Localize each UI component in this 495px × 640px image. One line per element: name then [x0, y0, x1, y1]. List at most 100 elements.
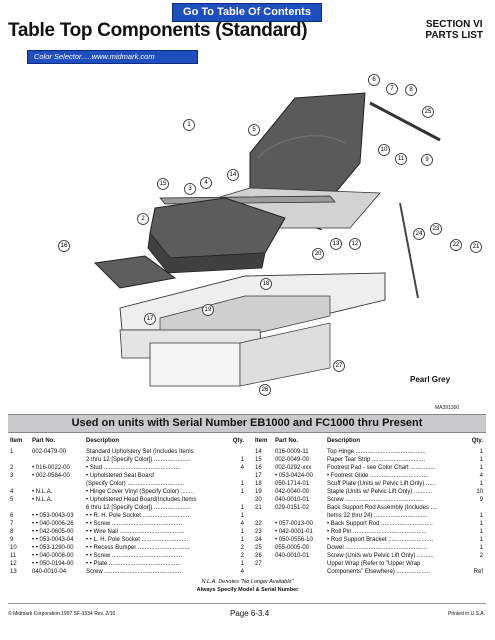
- svg-text:19: 19: [205, 307, 212, 313]
- nla-note: N.L.A. Denotes "No Longer Available": [201, 579, 294, 585]
- goto-toc-button[interactable]: Go To Table Of Contents: [172, 3, 322, 22]
- cell-part: • 042-0001-01: [275, 529, 313, 535]
- cell-item: 7: [10, 521, 14, 527]
- cell-part: • • 053-0043-03: [32, 513, 74, 519]
- cell-qty: 1: [479, 449, 483, 455]
- table-row: 5• N.L.A.• Upholstered Head Board(Includ…: [10, 496, 244, 504]
- cell-qty: 1: [240, 561, 244, 567]
- cell-desc: 2 thru 12 [Specify Color]) .............…: [86, 457, 191, 463]
- cell-desc: Staple (Units w/ Pelvic Lift Only) .....…: [327, 489, 433, 495]
- footer-printed: Printed in U.S.A.: [448, 611, 485, 617]
- footer-page-number: Page 6-3.4: [230, 609, 270, 618]
- cell-desc: • Hinge Cover Vinyl (Specify Color) ....…: [86, 489, 195, 495]
- svg-text:25: 25: [425, 109, 432, 115]
- callout-21: 21: [470, 241, 482, 253]
- cell-item: 17: [255, 473, 262, 479]
- callout-10: 10: [378, 144, 390, 156]
- cell-qty: 1: [479, 521, 483, 527]
- svg-text:8: 8: [409, 87, 413, 93]
- table-row: 23• 042-0001-01• Roll Pin ..............…: [255, 528, 483, 536]
- table-row: 2• 016-0022-00• Stud ...................…: [10, 464, 244, 472]
- svg-text:10: 10: [381, 147, 388, 153]
- cell-desc: Standard Upholstery Set (Includes Items: [86, 449, 194, 455]
- cell-qty: 1: [240, 505, 244, 511]
- cell-desc: • • R. H. Pole Socket ..................…: [86, 513, 190, 519]
- cell-item: [255, 568, 275, 576]
- table-row: 4• N.L.A.• Hinge Cover Vinyl (Specify Co…: [10, 488, 244, 496]
- cell-qty: 2: [240, 553, 244, 559]
- cell-item: 10: [10, 545, 17, 551]
- section-label: SECTION VI PARTS LIST: [425, 19, 483, 41]
- cell-part: [275, 512, 327, 520]
- cell-item: 25: [255, 545, 262, 551]
- svg-text:3: 3: [188, 186, 192, 192]
- cell-desc: • Roll Pin .............................…: [327, 529, 427, 535]
- table-row: 6 • • 053-0043-03 • • R. H. Pole Socket ..…: [10, 512, 244, 520]
- color-selector-link[interactable]: Color Selector.....www.midmark.com: [27, 50, 198, 64]
- cell-desc: • Stud .................................…: [86, 465, 181, 471]
- footer-copyright: © Midmark Corporation 1997 SF-1534 Rev. …: [8, 611, 116, 617]
- cell-qty: [228, 496, 244, 504]
- svg-text:5: 5: [252, 127, 256, 133]
- cell-desc: 6 thru 12 [Specify Color]) .............…: [86, 505, 191, 511]
- cell-qty: 1: [240, 513, 244, 519]
- section-line2: PARTS LIST: [425, 30, 483, 41]
- cell-item: 8: [10, 529, 14, 535]
- cell-item: 4: [10, 489, 14, 495]
- cell-desc: Components" Elsewhere) .................…: [327, 569, 430, 575]
- cell-part: 040-0010-04: [32, 569, 67, 575]
- cell-part: • • 050-0194-00: [32, 561, 74, 567]
- table-row: 24• 050-0556-10• Rod Support Bracket ...…: [255, 536, 483, 544]
- table-row: Items 22 thru 24) ......................…: [255, 512, 483, 520]
- cell-part: [32, 480, 86, 488]
- callout-23: 23: [430, 223, 442, 235]
- dowel-rod: [369, 101, 441, 142]
- table-row: 10• • 053-1290-00• • Recess Bumper .....…: [10, 544, 244, 552]
- svg-text:15: 15: [160, 181, 167, 187]
- cell-qty: 2: [240, 545, 244, 551]
- callout-17: 17: [144, 313, 156, 325]
- cell-item: 19: [255, 489, 262, 495]
- cell-part: • • 042-0605-00: [32, 529, 74, 535]
- callout-11: 11: [395, 153, 407, 165]
- cell-part: • N.L.A.: [32, 497, 53, 503]
- callout-4: 4: [200, 177, 212, 189]
- cell-item: 21: [255, 505, 262, 511]
- svg-text:2: 2: [141, 216, 145, 222]
- cell-desc: • Footrest Glide .......................…: [327, 473, 429, 479]
- cell-desc: • Rod Support Bracket ..................…: [327, 537, 434, 543]
- callout-7: 7: [386, 83, 398, 95]
- cell-qty: 1: [240, 457, 244, 463]
- callout-13: 13: [330, 238, 342, 250]
- cell-item: 12: [10, 561, 17, 567]
- cell-item: 5: [10, 497, 14, 503]
- table-row: 12• • 050-0194-00• • Plate .............…: [10, 560, 244, 568]
- cell-part: • • 053-0043-04: [32, 537, 74, 543]
- cell-desc: Scuff Plate (Units w/ Pelvic Lift Only) …: [327, 481, 436, 487]
- table-row: Components" Elsewhere) .................…: [255, 568, 483, 576]
- cell-qty: 4: [240, 521, 244, 527]
- svg-text:14: 14: [230, 172, 237, 178]
- cell-item: [255, 512, 275, 520]
- cell-qty: 4: [479, 473, 483, 479]
- cell-desc: Items 22 thru 24) ......................…: [327, 513, 428, 519]
- diagram-ref: MA391300: [435, 405, 460, 411]
- callout-1: 1: [183, 119, 195, 131]
- cell-item: 22: [255, 521, 262, 527]
- cell-qty: 1: [479, 545, 483, 551]
- cell-desc: Dowel ..................................…: [327, 545, 428, 551]
- callout-24: 24: [413, 228, 425, 240]
- svg-text:18: 18: [263, 281, 270, 287]
- cell-item: 6: [10, 513, 14, 519]
- svg-text:23: 23: [433, 226, 440, 232]
- callout-6: 6: [368, 74, 380, 86]
- cell-qty: 10: [476, 489, 483, 495]
- cell-qty: [467, 504, 483, 512]
- table-row: (Specify Color) ........................…: [10, 480, 244, 488]
- svg-text:24: 24: [416, 231, 423, 237]
